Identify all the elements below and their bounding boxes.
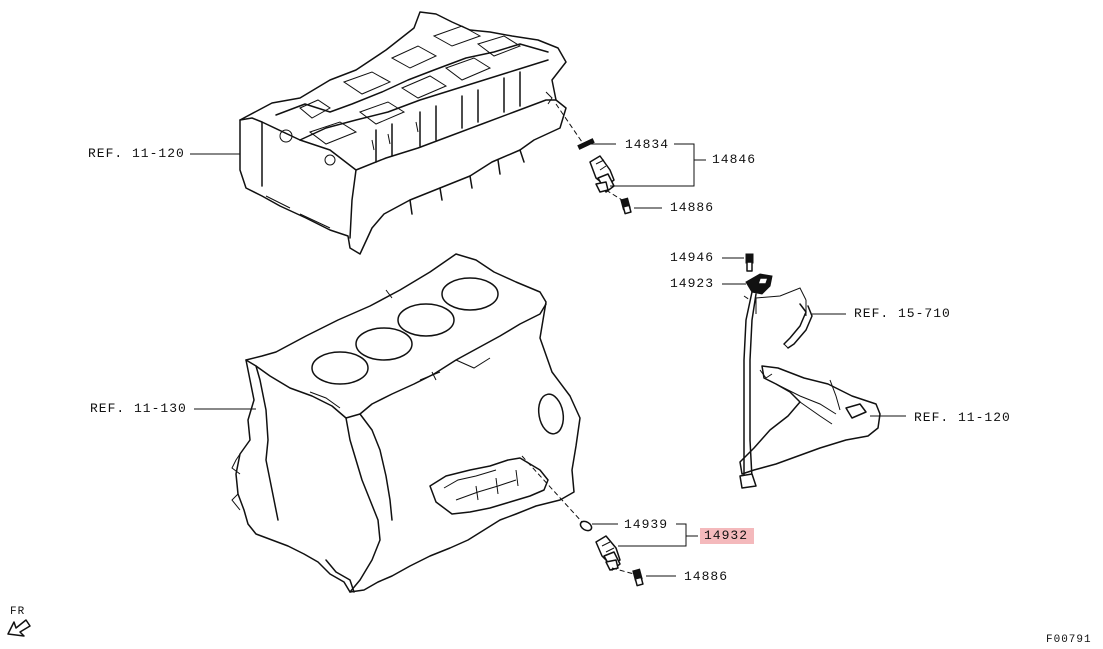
ref-label-hose: REF. 15-710 <box>854 306 951 321</box>
part-label-14834: 14834 <box>625 137 670 152</box>
part-label-14939: 14939 <box>624 517 669 532</box>
cover <box>739 365 881 475</box>
ref-label-cylinder-head: REF. 11-120 <box>88 146 185 161</box>
ref-label-cylinder-block: REF. 11-130 <box>90 401 187 416</box>
cylinder-block <box>231 253 581 593</box>
bottom-sensor <box>521 455 644 587</box>
top-sensor <box>555 103 632 215</box>
bracket-sensor <box>739 253 773 489</box>
ref-label-cover: REF. 11-120 <box>914 410 1011 425</box>
cylinder-head <box>239 11 567 255</box>
front-label: FR <box>10 606 26 618</box>
hose <box>755 287 813 349</box>
part-label-14886-bottom: 14886 <box>684 569 729 584</box>
part-label-14946: 14946 <box>670 250 715 265</box>
figure-code: F00791 <box>1046 634 1092 646</box>
part-label-14923: 14923 <box>670 276 715 291</box>
part-label-14886-top: 14886 <box>670 200 715 215</box>
front-arrow-icon <box>7 619 31 637</box>
part-label-14846: 14846 <box>712 152 757 167</box>
leader-lines <box>190 143 906 577</box>
part-label-14932-highlighted: 14932 <box>700 528 755 544</box>
